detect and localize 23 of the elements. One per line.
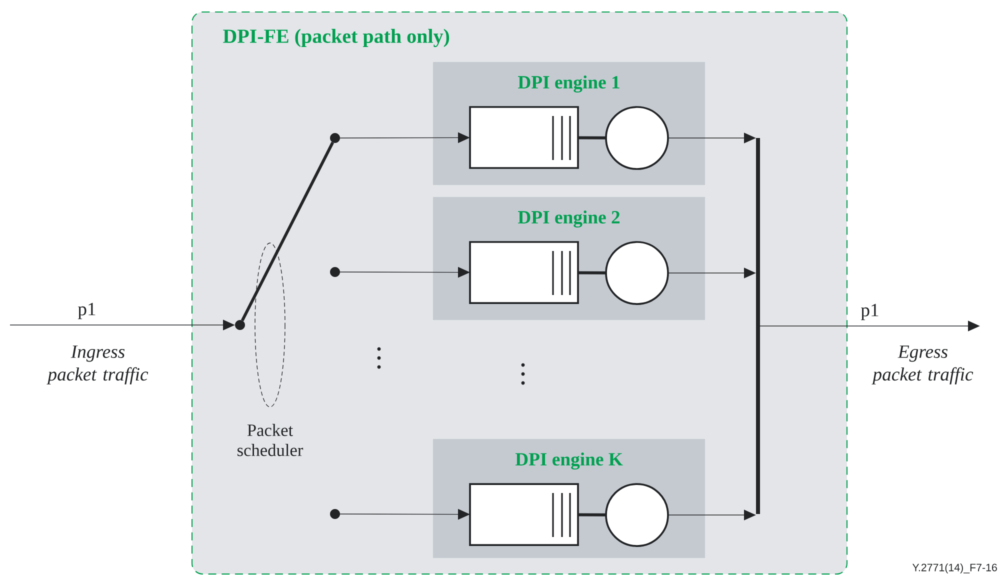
server-circle: [605, 483, 669, 547]
arrow: [668, 510, 756, 520]
arrow: [760, 320, 980, 332]
arrow: [340, 508, 470, 520]
contact-dot: [235, 320, 245, 330]
contact-dot: [330, 267, 340, 277]
edge-label: p1: [78, 302, 96, 320]
server-circle: [605, 106, 669, 170]
arrow: [340, 266, 470, 278]
queue-box: [469, 483, 579, 546]
server-circle: [605, 241, 669, 305]
edge-label: p1: [860, 304, 878, 320]
arrow: [668, 132, 756, 144]
queue-box: [469, 106, 579, 169]
contact-dot: [330, 509, 340, 519]
arrow: [668, 268, 756, 278]
figure-id: Y.2771(14)_F7-16: [912, 563, 997, 574]
queue-box: [469, 241, 579, 304]
contact-dot: [330, 133, 340, 143]
traffic-label: Egress packet traffic: [872, 346, 974, 384]
traffic-label: Ingress packet traffic: [46, 346, 148, 384]
scheduler-label: Packet scheduler: [238, 424, 304, 456]
arrow: [10, 320, 235, 330]
